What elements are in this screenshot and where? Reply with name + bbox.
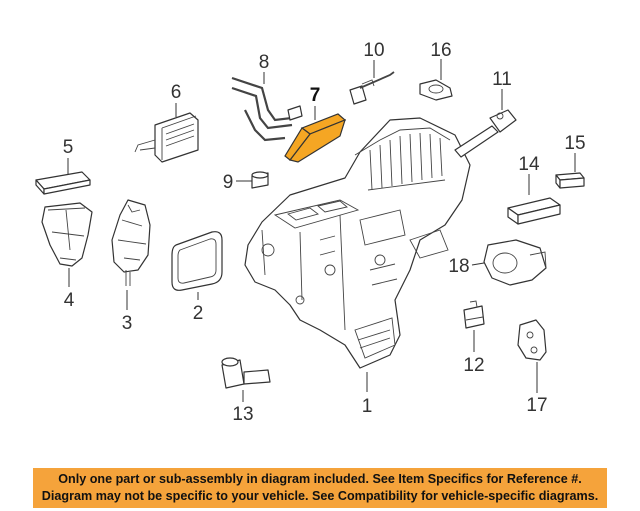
callout-10: 10 [363,40,384,61]
callout-14: 14 [518,154,540,175]
part-4-duct-housing[interactable] [41,202,93,267]
compatibility-notice-banner: Only one part or sub-assembly in diagram… [33,468,607,508]
callout-18: 18 [448,256,469,277]
callout-13: 13 [232,404,253,425]
part-14-filter-block[interactable] [507,197,561,225]
callout-1: 1 [362,396,373,417]
callout-17: 17 [526,395,547,416]
part-12-clip[interactable] [463,300,485,329]
part-3-air-duct[interactable] [111,199,151,286]
callout-4: 4 [64,290,75,311]
leader-lines [67,59,576,402]
parts-diagram: 1 2 3 4 5 6 7 8 9 10 11 12 13 14 15 16 1… [35,40,586,425]
part-9-grommet[interactable] [251,171,269,189]
notice-line-1: Only one part or sub-assembly in diagram… [58,472,582,486]
part-2-seal-gasket[interactable] [171,231,223,291]
callout-15: 15 [564,133,585,154]
callout-7-highlighted: 7 [310,85,321,106]
part-6-evaporator-core[interactable] [134,112,199,163]
part-8-ac-lines[interactable] [231,76,303,142]
part-5-filter-element[interactable] [35,171,91,195]
part-7-cabin-air-filter[interactable] [284,113,347,163]
part-17-bracket[interactable] [517,319,547,361]
callout-16: 16 [430,40,451,61]
callout-9: 9 [223,172,234,193]
callout-6: 6 [171,82,182,103]
part-13-valve-connector[interactable] [221,357,271,389]
callout-3: 3 [122,313,133,334]
callout-5: 5 [63,137,74,158]
callout-12: 12 [463,355,484,376]
part-11-temperature-sensor[interactable] [454,109,517,158]
callout-11: 11 [492,69,512,90]
part-18-blower-housing[interactable] [483,239,547,286]
part-16-motor-cap[interactable] [419,79,453,101]
part-10-door-actuator[interactable] [349,71,395,105]
callout-8: 8 [259,52,270,73]
part-1-hvac-housing[interactable] [244,117,471,369]
part-15-small-block[interactable] [555,172,585,189]
notice-line-2: Diagram may not be specific to your vehi… [41,489,599,503]
callout-labels: 1 2 3 4 5 6 7 8 9 10 11 12 13 14 15 16 1… [63,40,586,425]
callout-2: 2 [193,303,204,324]
